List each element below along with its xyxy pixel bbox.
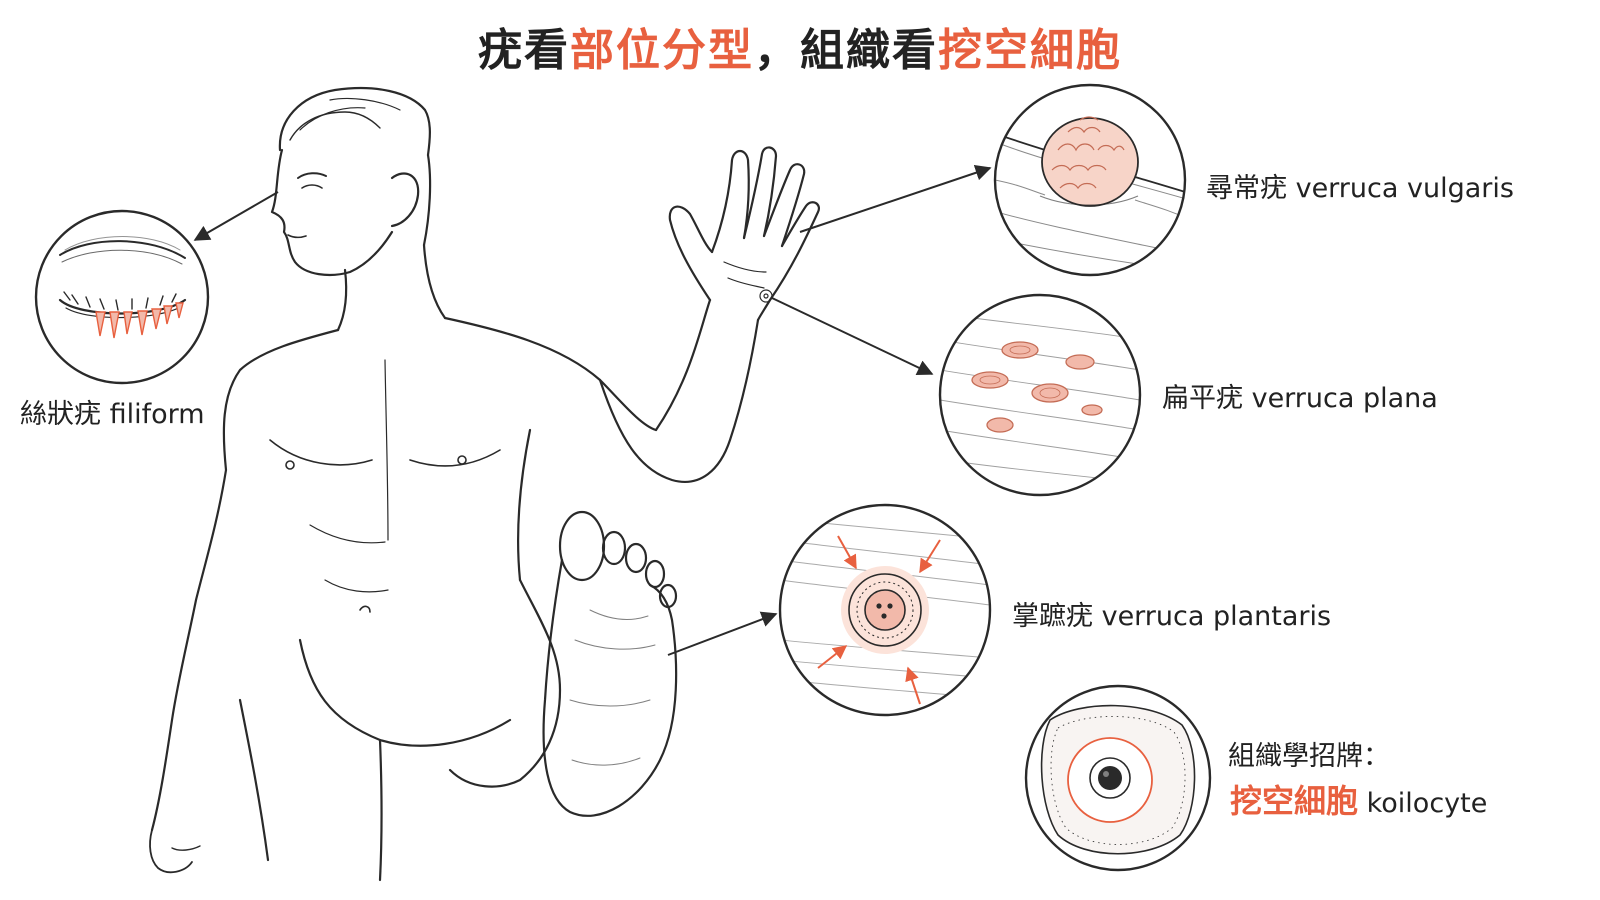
label-koilocyte-heading: 組織學招牌：	[1228, 734, 1390, 773]
arrow-wrist-to-plana	[771, 297, 934, 376]
label-koilocyte-en: koilocyte	[1366, 788, 1488, 819]
vulgaris-wart	[1039, 116, 1139, 207]
label-koilocyte-accent: 挖空細胞	[1230, 782, 1359, 820]
torso-left	[150, 328, 340, 832]
pointer-arrows	[193, 165, 992, 656]
raised-arm	[654, 298, 712, 432]
koilocyte-inset	[1024, 684, 1212, 872]
label-filiform-zh: 絲狀疣	[20, 399, 101, 430]
label-vulgaris-zh: 尋常疣	[1206, 173, 1287, 204]
arrow-eye-to-filiform	[193, 191, 279, 241]
title-part-4-accent: 挖空細胞	[938, 25, 1122, 76]
foot-sole	[542, 510, 678, 817]
plantaris-wart	[841, 566, 929, 654]
label-koilocyte: 挖空細胞 koilocyte	[1230, 776, 1487, 822]
vulgaris-inset	[993, 83, 1187, 277]
ear	[390, 172, 420, 228]
label-filiform-en: filiform	[109, 399, 205, 430]
label-vulgaris-en: verruca vulgaris	[1295, 173, 1514, 204]
label-koilocyte-line1: 組織學招牌：	[1228, 741, 1390, 772]
wrist-wart-marker	[759, 289, 773, 303]
label-vulgaris: 尋常疣 verruca vulgaris	[1206, 166, 1514, 205]
hand	[668, 205, 714, 302]
label-plana: 扁平疣 verruca plana	[1162, 376, 1438, 415]
label-filiform: 絲狀疣 filiform	[20, 392, 205, 431]
page-title: 疣看部位分型，組織看挖空細胞	[0, 14, 1600, 78]
label-plantaris-en: verruca plantaris	[1101, 601, 1332, 632]
arrow-sole-to-plantaris	[667, 611, 778, 656]
pressure-arrows	[817, 535, 941, 705]
title-part-1: 疣看	[478, 25, 570, 76]
filiform-inset	[34, 209, 210, 385]
plana-warts	[971, 341, 1103, 433]
arrow-hand-to-vulgaris	[799, 165, 992, 233]
title-part-3: ，組織看	[754, 25, 938, 76]
label-plantaris-zh: 掌蹠疣	[1012, 601, 1093, 632]
face-outline	[270, 148, 394, 277]
label-plana-zh: 扁平疣	[1162, 383, 1243, 414]
bent-leg	[448, 578, 562, 788]
title-part-2-accent: 部位分型	[570, 25, 754, 76]
filiform-warts	[95, 302, 184, 339]
plana-inset	[938, 293, 1142, 497]
label-plana-en: verruca plana	[1251, 383, 1438, 414]
plantaris-inset	[778, 503, 992, 717]
human-figure	[149, 86, 820, 882]
hair-outline	[278, 86, 431, 157]
label-plantaris: 掌蹠疣 verruca plantaris	[1012, 594, 1331, 633]
